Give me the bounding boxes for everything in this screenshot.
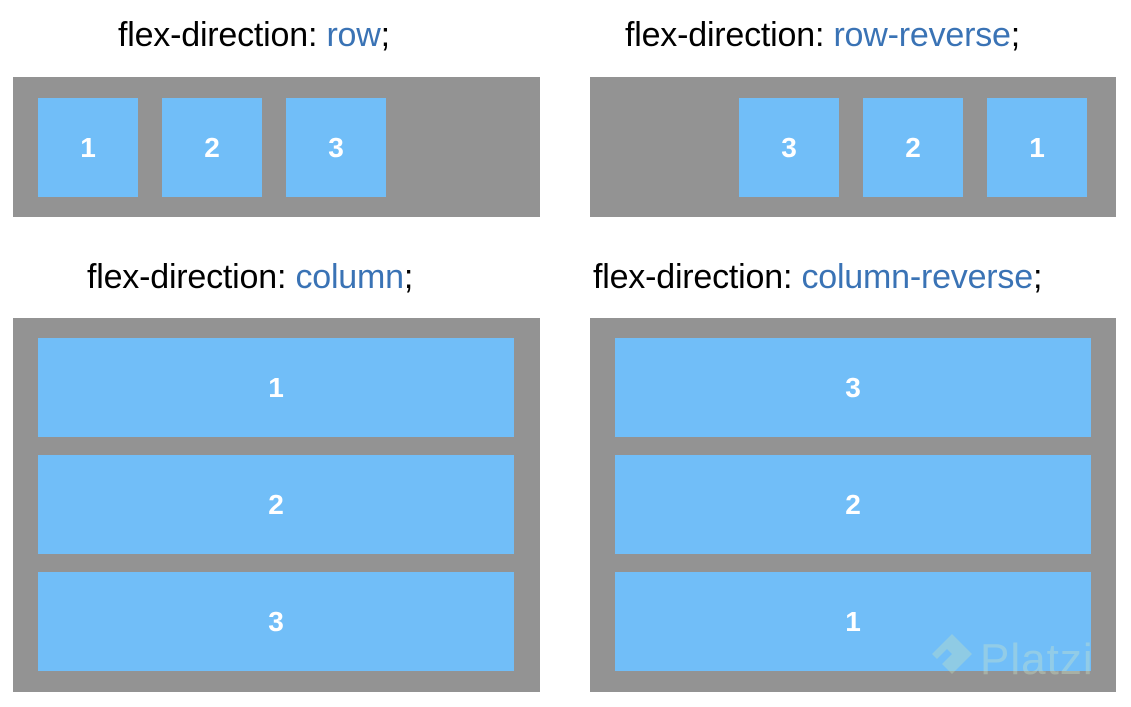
container-column: 1 2 3	[13, 318, 540, 692]
title-column: flex-direction: column;	[87, 258, 413, 297]
container-column-reverse: 3 2 1	[590, 318, 1116, 692]
title-column-reverse: flex-direction: column-reverse;	[593, 258, 1042, 297]
title-suffix: ;	[1032, 258, 1043, 296]
title-prefix: flex-direction:	[118, 16, 327, 54]
flex-item: 1	[38, 98, 138, 197]
flex-item: 2	[615, 455, 1091, 554]
flex-item: 2	[38, 455, 514, 554]
title-suffix: ;	[403, 258, 414, 296]
title-keyword: column	[295, 258, 404, 296]
watermark: Platzi	[930, 632, 1094, 687]
flex-item: 1	[615, 572, 1091, 671]
title-suffix: ;	[380, 16, 390, 54]
platzi-logo-icon	[930, 632, 974, 687]
container-row: 1 2 3	[13, 77, 540, 217]
title-prefix: flex-direction:	[593, 258, 802, 296]
title-suffix: ;	[1010, 16, 1020, 54]
flex-item: 2	[162, 98, 262, 197]
title-prefix: flex-direction:	[87, 258, 296, 296]
title-row: flex-direction: row;	[118, 16, 390, 55]
title-keyword: row-reverse	[833, 16, 1011, 54]
title-prefix: flex-direction:	[625, 16, 834, 54]
flex-item: 3	[286, 98, 386, 197]
flex-item: 1	[38, 338, 514, 437]
flex-item: 3	[739, 98, 839, 197]
title-row-reverse: flex-direction: row-reverse;	[625, 16, 1020, 55]
container-row-reverse: 3 2 1	[590, 77, 1116, 217]
flex-item: 3	[615, 338, 1091, 437]
flex-item: 1	[987, 98, 1087, 197]
title-keyword: column-reverse	[801, 258, 1033, 296]
title-keyword: row	[326, 16, 381, 54]
flex-item: 2	[863, 98, 963, 197]
watermark-text: Platzi	[980, 634, 1094, 684]
flex-item: 3	[38, 572, 514, 671]
